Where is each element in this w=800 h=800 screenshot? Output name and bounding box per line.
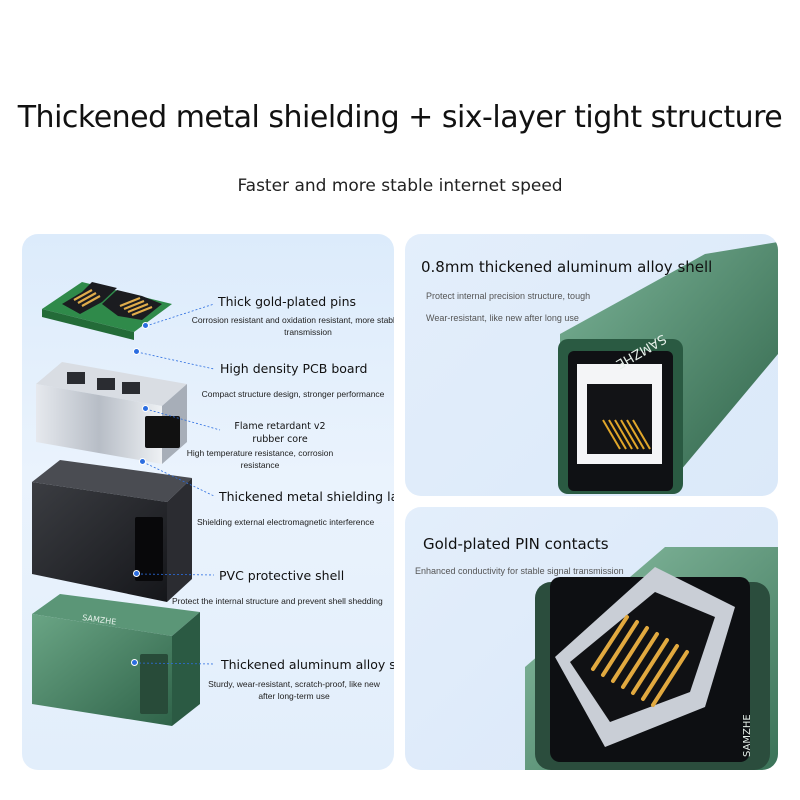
callout-desc-pcb: Compact structure design, stronger perfo… xyxy=(201,389,385,399)
callout-desc-rubber-core: High temperature resistance, corrosion r… xyxy=(186,448,334,471)
callout-title-pins: Thick gold-plated pins xyxy=(218,294,357,309)
callout-title-rubber-core: Flame retardant v2 rubber core xyxy=(234,421,326,446)
callout-title-pvc: PVC protective shell xyxy=(219,568,345,583)
callout-desc-pins: Corrosion resistant and oxidation resist… xyxy=(191,315,394,338)
page-headline: Thickened metal shielding + six-layer ti… xyxy=(17,100,783,135)
exploded-view-panel: SAMZHE Thick gold-plated pins Corrosion … xyxy=(22,234,394,770)
callout-desc-aluminum: Sturdy, wear-resistant, scratch-proof, l… xyxy=(208,679,380,702)
callout-dot xyxy=(131,659,138,666)
shell-feature-title: 0.8mm thickened aluminum alloy shell xyxy=(421,258,713,276)
pvc-shell-layer xyxy=(32,460,192,602)
callout-desc-pvc: Protect the internal structure and preve… xyxy=(172,596,383,606)
metal-shielding-core-layer xyxy=(36,362,187,464)
pins-feature-desc: Enhanced conductivity for stable signal … xyxy=(415,566,624,576)
callout-dot xyxy=(142,322,149,329)
aluminum-shell-illustration: SAMZHE xyxy=(558,242,778,494)
pcb-with-pins-layer xyxy=(42,282,172,340)
callout-leader-lines xyxy=(134,303,221,665)
callout-dot xyxy=(142,405,149,412)
page-subheadline: Faster and more stable internet speed xyxy=(237,176,563,196)
callout-dot xyxy=(133,348,140,355)
exploded-view-illustration: SAMZHE xyxy=(32,282,221,726)
gold-pins-feature-panel: SAMZHE Gold-plated PIN contacts Enhanced… xyxy=(405,507,778,770)
callout-title-pcb: High density PCB board xyxy=(220,361,368,376)
shell-feature-desc-2: Wear-resistant, like new after long use xyxy=(426,313,579,323)
callout-title-shielding: Thickened metal shielding layer xyxy=(219,489,394,504)
gold-pins-illustration: SAMZHE xyxy=(525,547,778,770)
callout-desc-shielding: Shielding external electromagnetic inter… xyxy=(197,517,375,527)
callout-dot xyxy=(139,458,146,465)
callout-title-aluminum: Thickened aluminum alloy shell xyxy=(221,657,394,672)
pins-brand-mark: SAMZHE xyxy=(742,714,753,757)
pins-feature-title: Gold-plated PIN contacts xyxy=(423,535,609,553)
aluminum-shell-layer: SAMZHE xyxy=(32,594,200,726)
callout-dot xyxy=(133,570,140,577)
aluminum-shell-feature-panel: SAMZHE 0.8mm thickened aluminum alloy sh… xyxy=(405,234,778,496)
shell-feature-desc-1: Protect internal precision structure, to… xyxy=(426,291,591,301)
